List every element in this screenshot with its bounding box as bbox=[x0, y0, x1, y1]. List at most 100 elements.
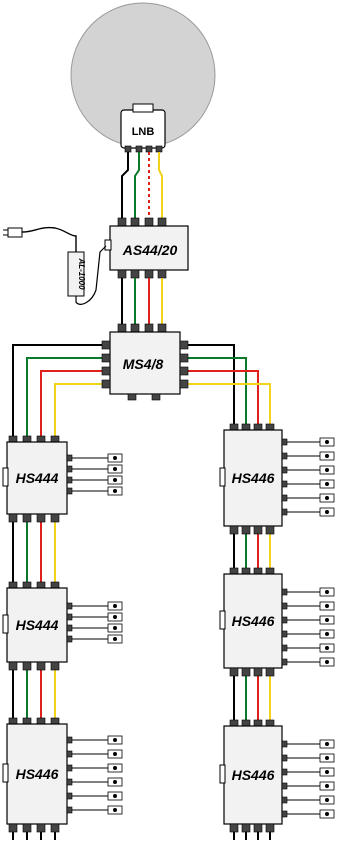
tap-side-port bbox=[281, 616, 288, 624]
tap-side-port bbox=[281, 740, 288, 748]
tap-output-port bbox=[229, 525, 239, 535]
tap-output-port bbox=[50, 513, 60, 523]
lnb: LNB bbox=[120, 103, 166, 153]
tap-mount-clip bbox=[2, 467, 9, 487]
tap-side-port bbox=[281, 494, 288, 502]
tap-output-port bbox=[265, 667, 275, 677]
outlet-connector-dot bbox=[113, 794, 117, 798]
outlet-connector-dot bbox=[113, 456, 117, 460]
outlet-connector-dot bbox=[325, 742, 329, 746]
tap-side-port bbox=[281, 602, 288, 610]
tap-output-port bbox=[8, 513, 18, 523]
tap-box-right-tap-1: HS446 bbox=[219, 423, 335, 535]
amplifier-box-icon: AS44/20 bbox=[104, 217, 189, 279]
tap-side-port bbox=[66, 736, 73, 744]
tap-side-port bbox=[66, 750, 73, 758]
tap-side-port bbox=[281, 630, 288, 638]
tap-output-port bbox=[8, 823, 18, 833]
tap-label: HS446 bbox=[232, 767, 275, 783]
outlet-connector-dot bbox=[113, 780, 117, 784]
tap-output-port bbox=[229, 823, 239, 833]
tap-side-port bbox=[281, 644, 288, 652]
multiswitch-right-cables bbox=[180, 344, 271, 430]
tap-output-port bbox=[229, 667, 239, 677]
tap-side-port bbox=[281, 480, 288, 488]
tap-box-left-tap-2: HS444 bbox=[2, 581, 123, 671]
tap-body bbox=[6, 587, 68, 663]
tap-output-port bbox=[241, 823, 251, 833]
amplifier-to-multiswitch-cables bbox=[121, 278, 163, 328]
outlet-connector-dot bbox=[325, 798, 329, 802]
tap-label: HS444 bbox=[16, 617, 59, 633]
outlet-connector-dot bbox=[325, 604, 329, 608]
tap-output-port bbox=[241, 667, 251, 677]
tap-side-port bbox=[281, 658, 288, 666]
tap-body bbox=[223, 573, 283, 669]
lnb-label: LNB bbox=[132, 126, 155, 138]
tap-mount-clip bbox=[219, 764, 226, 784]
outlet-connector-dot bbox=[113, 604, 117, 608]
power-supply-label: AL-1000 bbox=[77, 257, 86, 290]
tap-output-port bbox=[253, 823, 263, 833]
outlet-connector-dot bbox=[113, 637, 117, 641]
tap-output-port bbox=[22, 823, 32, 833]
tap-box-left-tap-1: HS444 bbox=[2, 435, 123, 523]
tap-mount-clip bbox=[219, 610, 226, 630]
outlet-connector-dot bbox=[113, 467, 117, 471]
tap-side-port bbox=[66, 465, 73, 473]
outlet-connector-dot bbox=[325, 482, 329, 486]
tap-output-port bbox=[36, 661, 46, 671]
tap-output-port bbox=[36, 513, 46, 523]
tap-body bbox=[6, 723, 68, 825]
tap-mount-clip bbox=[219, 467, 226, 487]
tap-side-port bbox=[66, 476, 73, 484]
tap-side-port bbox=[281, 588, 288, 596]
outlet-connector-dot bbox=[325, 496, 329, 500]
tap-output-port bbox=[241, 525, 251, 535]
right-column-cables bbox=[233, 534, 271, 726]
outlet-connector-dot bbox=[113, 478, 117, 482]
left-column-cables bbox=[12, 522, 56, 724]
tap-output-port bbox=[22, 661, 32, 671]
tap-output-port bbox=[50, 823, 60, 833]
outlet-connector-dot bbox=[113, 808, 117, 812]
multiswitch-label: MS4/8 bbox=[123, 356, 164, 372]
tap-mount-clip bbox=[2, 763, 9, 783]
lnb-to-amplifier-cables bbox=[121, 152, 163, 222]
tap-output-port bbox=[36, 823, 46, 833]
tap-box-right-tap-3: HS446 bbox=[219, 719, 335, 840]
tap-output-port bbox=[50, 661, 60, 671]
tap-side-port bbox=[66, 487, 73, 495]
tap-output-port bbox=[265, 823, 275, 833]
outlet-connector-dot bbox=[113, 489, 117, 493]
tap-side-port bbox=[281, 782, 288, 790]
tap-side-port bbox=[66, 806, 73, 814]
outlet-connector-dot bbox=[325, 784, 329, 788]
tap-side-port bbox=[281, 768, 288, 776]
outlet-connector-dot bbox=[325, 756, 329, 760]
tap-box-right-tap-2: HS446 bbox=[219, 567, 335, 677]
tap-side-port bbox=[281, 796, 288, 804]
outlet-connector-dot bbox=[325, 770, 329, 774]
tap-output-port bbox=[253, 525, 263, 535]
outlet-connector-dot bbox=[325, 660, 329, 664]
outlet-connector-dot bbox=[325, 618, 329, 622]
tap-side-port bbox=[66, 613, 73, 621]
outlet-connector-dot bbox=[113, 615, 117, 619]
outlet-connector-dot bbox=[325, 590, 329, 594]
tap-label: HS446 bbox=[232, 613, 275, 629]
outlet-connector-dot bbox=[325, 510, 329, 514]
tap-side-port bbox=[281, 466, 288, 474]
tap-side-port bbox=[66, 764, 73, 772]
outlet-connector-dot bbox=[113, 752, 117, 756]
outlet-connector-dot bbox=[325, 646, 329, 650]
tap-side-port bbox=[66, 778, 73, 786]
tap-side-port bbox=[281, 438, 288, 446]
outlet-connector-dot bbox=[113, 626, 117, 630]
tap-mount-clip bbox=[2, 614, 9, 634]
tap-box-left-tap-3: HS446 bbox=[2, 717, 123, 840]
outlet-connector-dot bbox=[325, 632, 329, 636]
tap-side-port bbox=[66, 454, 73, 462]
multiswitch-box-icon: MS4/8 bbox=[101, 323, 189, 401]
